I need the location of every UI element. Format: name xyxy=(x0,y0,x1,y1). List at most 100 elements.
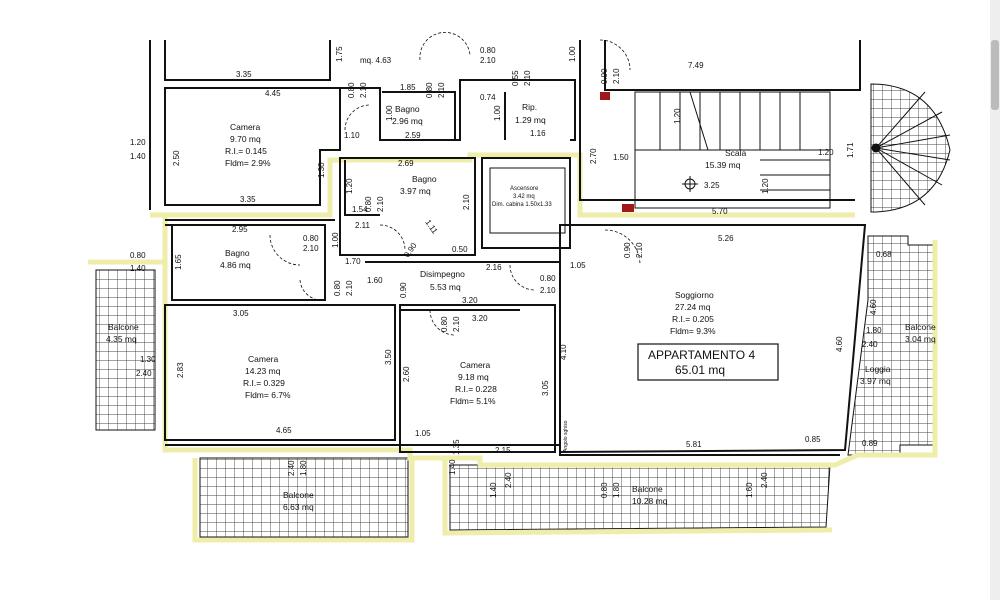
bagno-1-name: Bagno xyxy=(395,104,420,114)
balcone-bottom-left-name: Balcone xyxy=(283,490,314,500)
dim: 0.89 xyxy=(862,439,878,448)
dim: 1.60 xyxy=(745,482,754,498)
bagno-3-name: Bagno xyxy=(225,248,250,258)
dim: 0.80 xyxy=(440,316,449,332)
balcony-areas xyxy=(95,83,951,538)
camera-top-fldm: Fldm= 2.9% xyxy=(225,158,271,168)
balcone-right-area: 3.04 mq xyxy=(905,334,936,344)
dim: 4.60 xyxy=(835,336,844,352)
dim: 0.80 xyxy=(130,251,146,260)
dim: 0.68 xyxy=(876,250,892,259)
dim: 5.81 xyxy=(686,440,702,449)
dim: 2.10 xyxy=(452,316,461,332)
dim: 1.60 xyxy=(367,276,383,285)
dim: 1.71 xyxy=(846,142,855,158)
apartment-area: 65.01 mq xyxy=(675,363,725,377)
dim: 1.05 xyxy=(570,261,586,270)
dim: 1.00 xyxy=(385,105,394,121)
dim: 0.80 xyxy=(347,82,356,98)
dim: 2.40 xyxy=(504,472,513,488)
dim: 2.10 xyxy=(635,242,644,258)
camera-mid-fldm: Fldm= 5.1% xyxy=(450,396,496,406)
soggiorno-area: 27.24 mq xyxy=(675,302,711,312)
rip-name: Rip. xyxy=(522,102,537,112)
dim: 2.40 xyxy=(287,460,296,476)
dim: 3.35 xyxy=(240,195,256,204)
dim: 2.40 xyxy=(760,472,769,488)
dim: 0.80 xyxy=(303,234,319,243)
dim: 1.20 xyxy=(673,108,682,124)
dim: 0.80 xyxy=(364,196,373,212)
dim: 0.80 xyxy=(333,280,342,296)
balcone-left-area: 4.35 mq xyxy=(106,334,137,344)
camera-top-ri: R.I.= 0.145 xyxy=(225,146,267,156)
loggia-name: Loggia xyxy=(865,364,891,374)
balcone-bottom-left-area: 6.63 mq xyxy=(283,502,314,512)
apartment-name: APPARTAMENTO 4 xyxy=(648,348,755,362)
vertical-scrollbar[interactable] xyxy=(990,0,1000,600)
balcone-right-area xyxy=(847,235,937,456)
dim: 4.65 xyxy=(276,426,292,435)
spiral-stair xyxy=(871,91,951,206)
scala-name: Scala xyxy=(725,148,747,158)
dim: 1.20 xyxy=(818,148,834,157)
dim: 3.50 xyxy=(384,349,393,365)
dim: 2.10 xyxy=(480,56,496,65)
soggiorno-ri: R.I.= 0.205 xyxy=(672,314,714,324)
dim: 2.10 xyxy=(303,244,319,253)
dim: 1.00 xyxy=(568,46,577,62)
dim: 2.10 xyxy=(540,286,556,295)
camera-mid-area: 9.18 mq xyxy=(458,372,489,382)
dim: 2.59 xyxy=(405,131,421,140)
dim: 1.85 xyxy=(400,83,416,92)
bagno-1-area: 2.96 mq xyxy=(392,116,423,126)
dim: 4.10 xyxy=(559,344,568,360)
scrollbar-thumb[interactable] xyxy=(991,40,999,110)
dim: 0.55 xyxy=(511,70,520,86)
dim: 0.90 xyxy=(600,68,609,84)
dim: 1.35 xyxy=(452,439,461,455)
dim: 0.90 xyxy=(399,282,408,298)
dim: 1.80 xyxy=(866,326,882,335)
balcone-bottom-name: Balcone xyxy=(632,484,663,494)
ascensore-name: Ascensore xyxy=(510,186,539,192)
balcone-bottom-left-area xyxy=(199,457,409,538)
dim: 0.80 xyxy=(425,82,434,98)
camera-left-fldm: Fldm= 6.7% xyxy=(245,390,291,400)
camera-top-name: Camera xyxy=(230,122,261,132)
dim: 1.75 xyxy=(335,46,344,62)
dim: 2.70 xyxy=(589,148,598,164)
bagno-2-name: Bagno xyxy=(412,174,437,184)
dim: 1.50 xyxy=(613,153,629,162)
dim: 2.10 xyxy=(462,194,471,210)
apartment-label-box xyxy=(637,343,779,381)
balcone-bottom-area: 10.28 mq xyxy=(632,496,668,506)
dim: 4.60 xyxy=(869,299,878,315)
dim: 0.90 xyxy=(402,241,419,259)
dim: 5.70 xyxy=(712,207,728,216)
soggiorno-fldm: Fldm= 9.3% xyxy=(670,326,716,336)
dim: 1.16 xyxy=(530,129,546,138)
dim: 2.95 xyxy=(232,225,248,234)
dim: 1.40 xyxy=(489,482,498,498)
dim: 1.80 xyxy=(612,482,621,498)
dim: 1.80 xyxy=(299,460,308,476)
dim: 1.00 xyxy=(331,232,340,248)
disimpegno-area: 5.53 mq xyxy=(430,282,461,292)
dim: 7.49 xyxy=(688,61,704,70)
dim: 3.05 xyxy=(541,380,550,396)
stairs xyxy=(634,91,831,209)
stair-spiral-area xyxy=(870,83,951,213)
door-swings xyxy=(269,31,641,336)
dim: 2.69 xyxy=(398,159,414,168)
disimpegno-name: Disimpegno xyxy=(420,269,465,279)
dim: 2.11 xyxy=(355,221,371,230)
dim: 5.26 xyxy=(718,234,734,243)
dim: 1.70 xyxy=(345,257,361,266)
rip-area: 1.29 mq xyxy=(515,115,546,125)
dim: 1.40 xyxy=(448,459,457,475)
dim: 1.05 xyxy=(415,429,431,438)
soggiorno-name: Soggiorno xyxy=(675,290,714,300)
camera-left-name: Camera xyxy=(248,354,279,364)
